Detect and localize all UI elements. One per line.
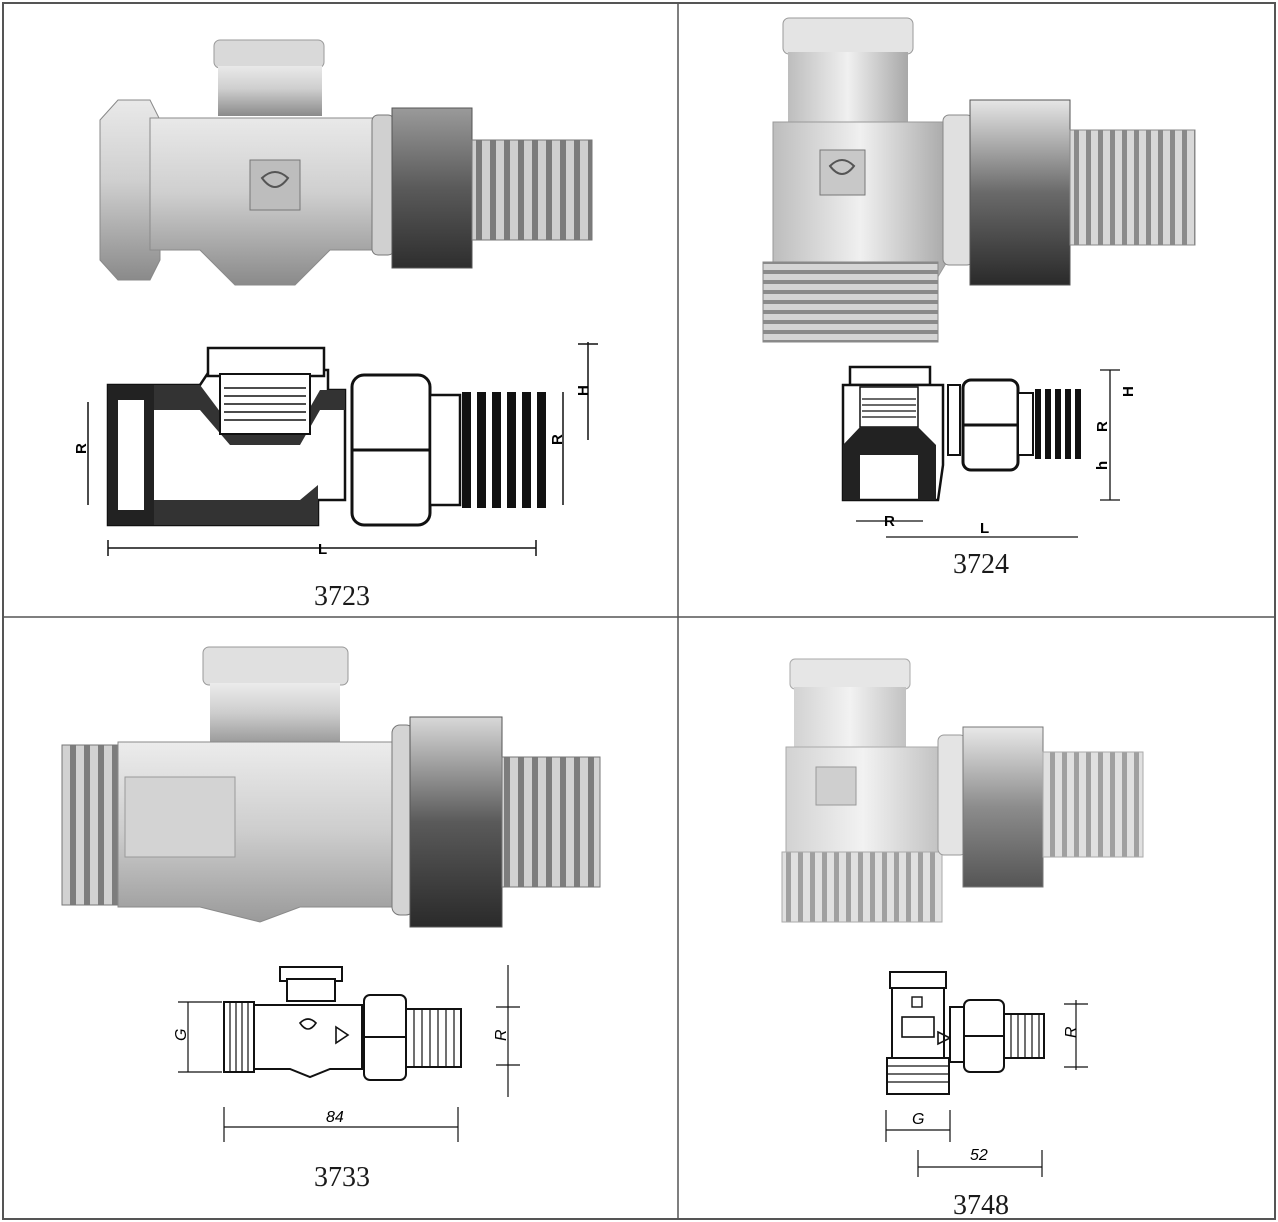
product-code-3724: 3724	[953, 549, 1009, 580]
product-code-3748: 3748	[953, 1190, 1009, 1221]
product-cell-3733: G R 84 3733	[0, 617, 678, 1222]
dim-label-r-left: R	[73, 443, 90, 454]
dim-label-h: H	[1120, 386, 1137, 397]
valve-photo-icon	[781, 658, 1144, 923]
dim-label-g: G	[173, 1029, 190, 1041]
dim-label-r-bottom: R	[884, 513, 895, 530]
valve-photo-icon	[99, 39, 593, 286]
dim-label-r: R	[493, 1029, 510, 1041]
product-code-3723: 3723	[314, 581, 370, 612]
dim-label-g: G	[912, 1111, 924, 1128]
dim-label-length: 84	[326, 1109, 344, 1126]
valve-section-drawing-icon: R R H L	[73, 342, 598, 558]
dim-label-r: R	[1094, 421, 1111, 432]
dim-label-length: 52	[970, 1147, 988, 1164]
product-cell-3723: R R H L 3723	[0, 0, 678, 617]
valve-outline-drawing-icon: R G 52	[885, 971, 1088, 1177]
valve-section-drawing-icon: H R h R L	[841, 365, 1137, 538]
valve-photo-icon	[61, 646, 601, 928]
product-cell-3724: H R h R L 3724	[678, 0, 1278, 617]
valve-outline-drawing-icon: G R 84	[173, 965, 520, 1142]
dim-label-l: L	[980, 520, 989, 537]
dim-label-r: R	[1063, 1026, 1080, 1038]
dim-label-h: H	[575, 385, 592, 396]
product-code-3733: 3733	[314, 1162, 370, 1193]
dim-label-r-right: R	[549, 434, 566, 445]
dim-label-h-lower: h	[1094, 461, 1111, 470]
valve-photo-icon	[762, 17, 1196, 343]
dim-label-l: L	[318, 541, 327, 558]
product-cell-3748: R G 52 3748	[678, 617, 1278, 1222]
